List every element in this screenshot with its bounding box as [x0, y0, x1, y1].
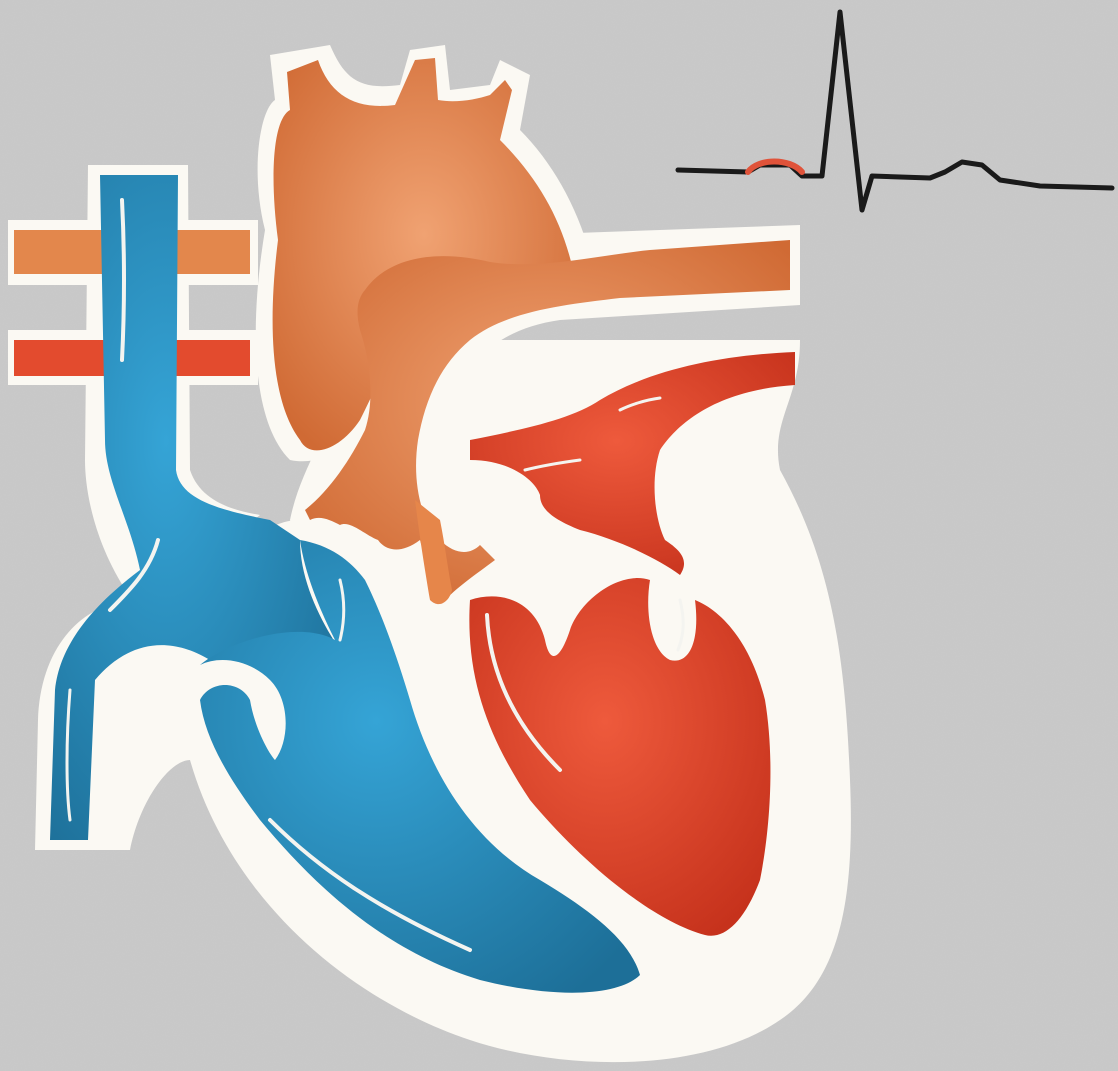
heart-diagram-stage [0, 0, 1118, 1071]
heart-diagram [0, 0, 1118, 1071]
